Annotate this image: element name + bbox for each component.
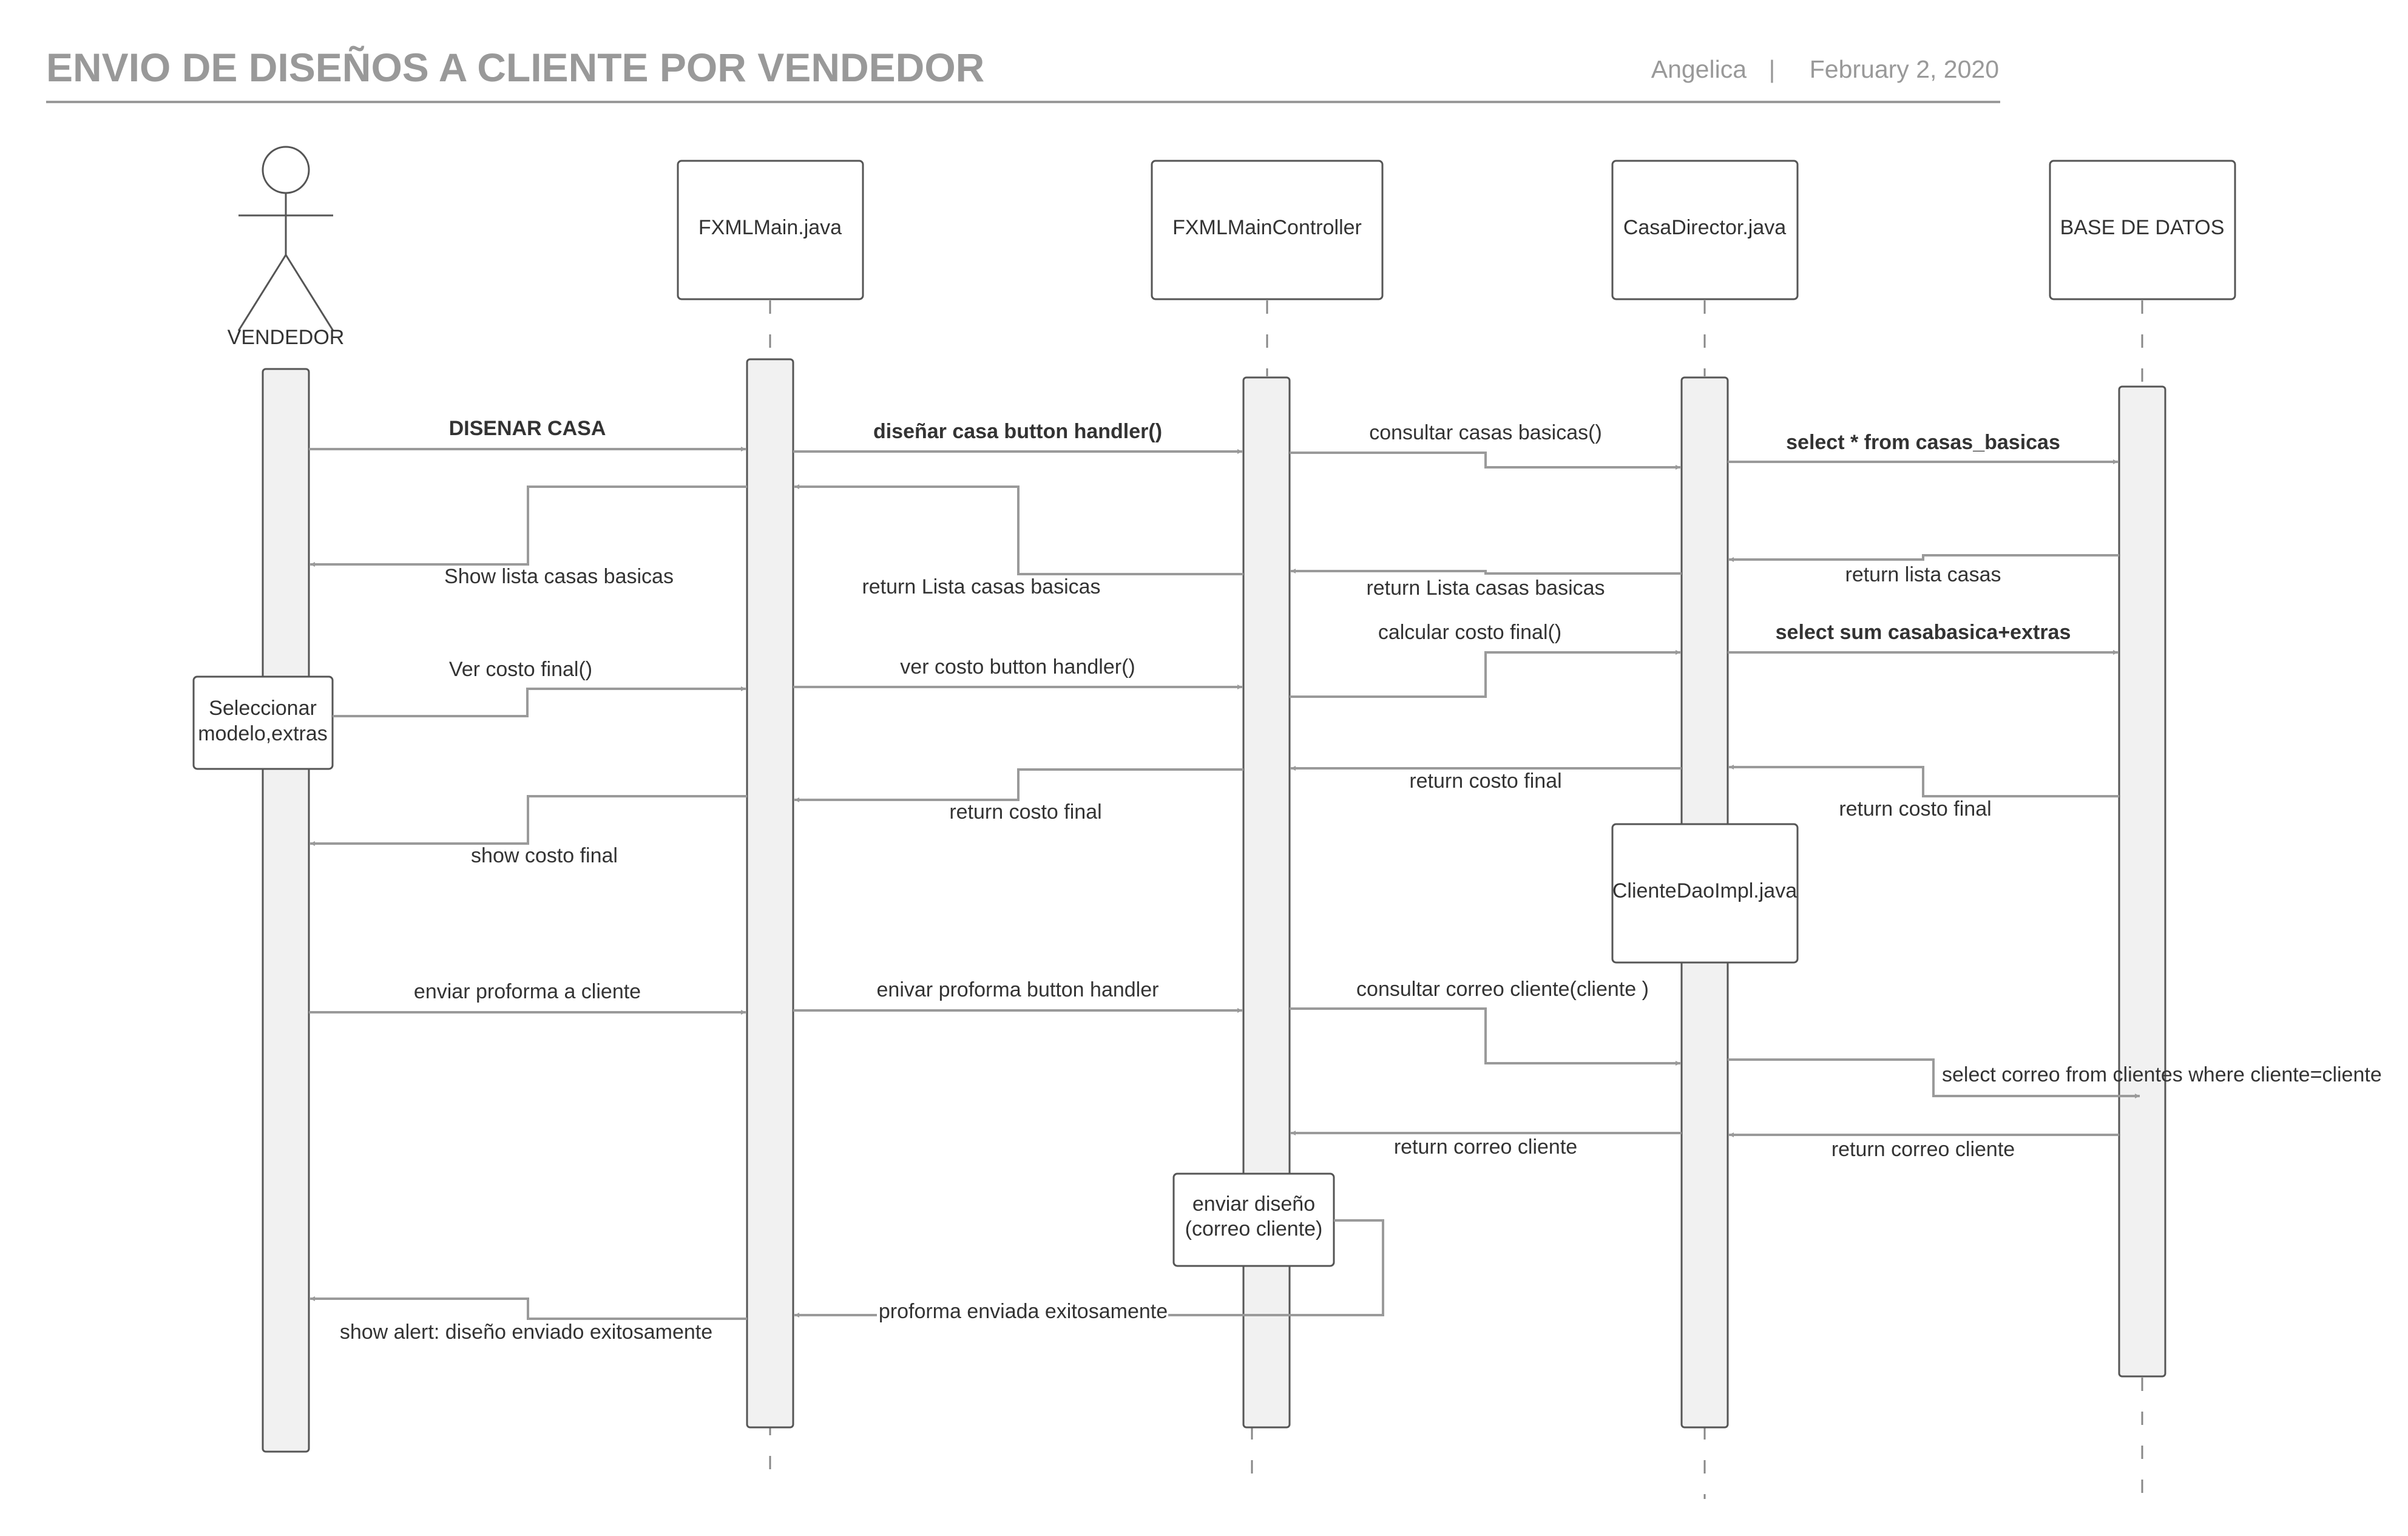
- message-select-sum: select sum casabasica+extras: [1728, 621, 2118, 655]
- diagram-header: ENVIO DE DISEÑOS A CLIENTE POR VENDEDOR …: [46, 45, 2000, 103]
- diagram-date: February 2, 2020: [1810, 55, 1999, 83]
- message-return-costo-director: return costo final: [1291, 766, 1682, 793]
- message-label: return Lista casas basicas: [1366, 577, 1605, 600]
- message-label: Show lista casas basicas: [444, 565, 674, 588]
- message-label: return costo final: [1839, 797, 1991, 820]
- message-label: consultar casas basicas(): [1369, 421, 1602, 444]
- message-label: return Lista casas basicas: [862, 575, 1100, 598]
- message-select-correo: select correo from clientes where client…: [1728, 1058, 2382, 1098]
- note-line: modelo,extras: [198, 722, 328, 745]
- message-return-correo-director: return correo cliente: [1291, 1131, 1682, 1159]
- message-show-alert: show alert: diseño enviado exitosamente: [310, 1296, 747, 1344]
- message-return-lista-casas: return lista casas: [1729, 554, 2119, 586]
- note-line: enviar diseño: [1192, 1193, 1315, 1216]
- note-line: (correo cliente): [1185, 1217, 1323, 1240]
- activation-fxmlmain: [746, 358, 794, 1429]
- actor-vendedor: VENDEDOR: [228, 146, 345, 349]
- participant-casadirector: CasaDirector.java: [1611, 160, 1799, 300]
- message-return-lista-basicas-controller: return Lista casas basicas: [1291, 569, 1682, 600]
- message-label: DISENAR CASA: [449, 417, 606, 440]
- message-show-costo-final: show costo final: [310, 795, 747, 867]
- message-select-casas-basicas: select * from casas_basicas: [1728, 431, 2118, 464]
- message-disenar-casa-handler: diseñar casa button handler(): [793, 420, 1242, 454]
- actor-label: VENDEDOR: [228, 326, 345, 349]
- message-label: return costo final: [949, 800, 1101, 824]
- box-clientedaoimpl: ClienteDaoImpl.java: [1611, 823, 1799, 964]
- message-label: return lista casas: [1845, 563, 2001, 586]
- message-label: diseñar casa button handler(): [873, 420, 1162, 443]
- message-enivar-proforma-handler: enivar proforma button handler: [793, 978, 1242, 1013]
- message-ver-costo-handler: ver costo button handler(): [793, 655, 1242, 689]
- message-label: return costo final: [1409, 770, 1561, 793]
- message-ver-costo-final: Ver costo final(): [333, 658, 746, 717]
- message-label: calcular costo final(): [1378, 621, 1561, 644]
- message-label: return correo cliente: [1831, 1138, 2015, 1161]
- note-enviar-diseno: enviar diseño (correo cliente): [1172, 1172, 1335, 1267]
- message-consultar-casas: consultar casas basicas(): [1290, 421, 1680, 470]
- message-label: select * from casas_basicas: [1786, 431, 2060, 454]
- message-return-costo-bd: return costo final: [1729, 765, 2119, 820]
- message-label: proforma enviada exitosamente: [879, 1300, 1168, 1323]
- message-label: show alert: diseño enviado exitosamente: [340, 1321, 712, 1344]
- author-name: Angelica: [1651, 55, 1747, 83]
- message-consultar-correo: consultar correo cliente(cliente ): [1290, 978, 1680, 1066]
- message-calcular-costo: calcular costo final(): [1290, 621, 1680, 698]
- activation-vendedor: [262, 368, 310, 1453]
- participant-fxmlmaincontroller: FXMLMainController: [1151, 160, 1384, 300]
- message-return-correo-bd: return correo cliente: [1729, 1132, 2119, 1161]
- message-label: select sum casabasica+extras: [1776, 621, 2071, 644]
- message-return-costo-controller: return costo final: [794, 768, 1243, 824]
- actor-stick-figure-icon: [237, 146, 334, 331]
- message-return-lista-basicas-main: return Lista casas basicas: [794, 484, 1243, 598]
- participant-base-de-datos: BASE DE DATOS: [2049, 160, 2236, 300]
- message-label: return correo cliente: [1394, 1135, 1577, 1159]
- participant-fxmlmain: FXMLMain.java: [677, 160, 864, 300]
- message-label: Ver costo final(): [449, 658, 592, 681]
- messages: DISENAR CASA diseñar casa button handler…: [309, 417, 2382, 1344]
- note-seleccionar-modelo: Seleccionar modelo,extras: [192, 675, 334, 770]
- message-disenar-casa: DISENAR CASA: [309, 417, 746, 452]
- message-label: enivar proforma button handler: [877, 978, 1159, 1001]
- activation-controller: [1242, 376, 1291, 1429]
- message-proforma-enviada: proforma enviada exitosamente: [794, 1219, 1384, 1323]
- message-show-lista-casas: Show lista casas basicas: [310, 485, 747, 588]
- participant-label: BASE DE DATOS: [2060, 216, 2225, 239]
- lifelines: [769, 300, 2143, 1511]
- message-label: select correo from clientes where client…: [1942, 1063, 2382, 1086]
- box-label: ClienteDaoImpl.java: [1612, 879, 1797, 902]
- message-label: ver costo button handler(): [900, 655, 1135, 678]
- activation-base-de-datos: [2118, 385, 2166, 1378]
- participant-label: FXMLMainController: [1172, 216, 1362, 239]
- note-line: Seleccionar: [209, 697, 317, 720]
- message-enviar-proforma: enviar proforma a cliente: [309, 980, 746, 1015]
- participant-label: CasaDirector.java: [1623, 216, 1786, 239]
- message-label: consultar correo cliente(cliente ): [1356, 978, 1649, 1001]
- message-label: enviar proforma a cliente: [414, 980, 641, 1003]
- diagram-title: ENVIO DE DISEÑOS A CLIENTE POR VENDEDOR: [46, 45, 984, 90]
- activation-bars: [262, 358, 2166, 1453]
- message-label: show costo final: [471, 844, 618, 867]
- header-separator: |: [1769, 55, 1776, 83]
- participant-label: FXMLMain.java: [698, 216, 842, 239]
